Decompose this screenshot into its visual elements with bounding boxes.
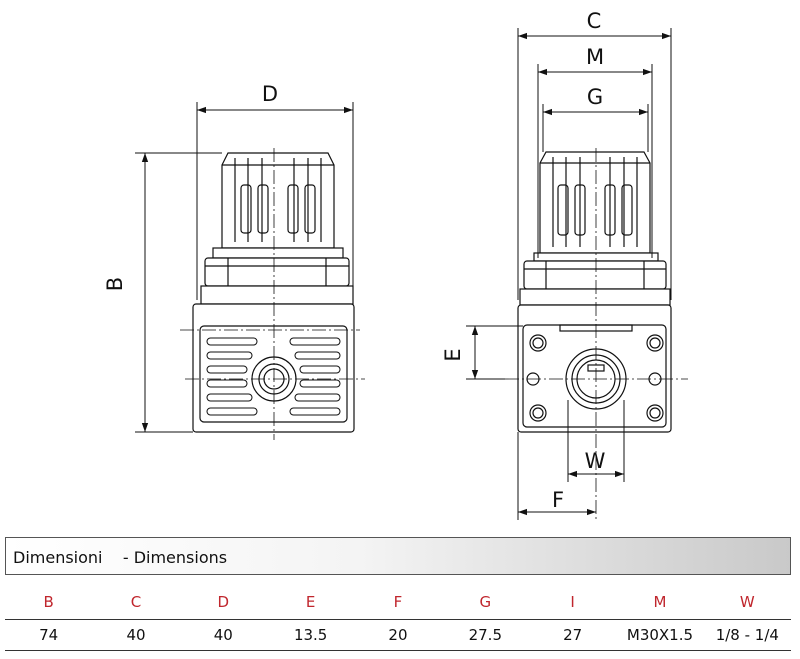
value-cell-e: 13.5 [266,619,355,651]
value-cell-i: 27 [528,619,617,651]
dim-label-e: E [441,348,465,361]
dim-label-w: W [585,449,606,473]
technical-drawing: D B [103,9,688,520]
value-cell-b: 74 [5,619,93,651]
dim-label-b: B [103,277,127,291]
value-cell-d: 40 [179,619,267,651]
front-view [517,151,672,433]
value-cell-c: 40 [92,619,180,651]
dim-label-f: F [552,488,564,512]
header-cell-m: M [653,593,667,611]
dim-label-d: D [262,82,278,106]
header-cell-e: E [305,593,316,611]
value-cell-w: 1/8 - 1/4 [703,619,791,651]
table-row: 74 40 40 13.5 20 27.5 27 M30X1.5 1/8 - 1… [5,619,791,651]
header-cell-i: I [570,593,575,611]
header-cell-g: G [479,593,492,611]
header-cell-w: W [739,593,755,611]
dimensions-title: Dimensioni - Dimensions [13,548,228,567]
header-cell-f: F [393,593,403,611]
value-cell-g: 27.5 [441,619,529,651]
side-view [192,152,355,433]
header-cell-d: D [217,593,230,611]
dim-label-m: M [586,45,604,69]
header-cell-c: C [130,593,142,611]
value-cell-m: M30X1.5 [616,619,704,651]
header-cell-b: B [43,593,54,611]
dim-label-g: G [587,85,603,109]
dimensions-table: B C D E F G I M W 74 40 40 13.5 20 27.5 … [5,585,791,651]
table-header-row: B C D E F G I M W [5,585,791,620]
dim-label-c: C [587,9,602,33]
dimensions-banner: Dimensioni - Dimensions [5,537,791,575]
value-cell-f: 20 [354,619,442,651]
